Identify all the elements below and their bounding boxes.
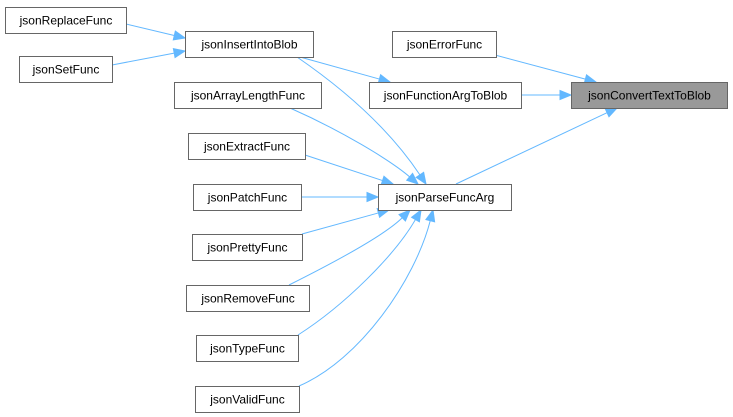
node-box-json-replace-func[interactable] bbox=[5, 7, 127, 34]
arrowhead-json-type-func-to-json-parse-func-arg bbox=[410, 208, 422, 223]
edge-json-array-length-func-to-json-parse-func-arg bbox=[289, 107, 410, 178]
node-json-function-arg-to-blob[interactable]: jsonFunctionArgToBlob bbox=[369, 82, 522, 109]
node-json-array-length-func[interactable]: jsonArrayLengthFunc bbox=[174, 82, 322, 109]
node-json-replace-func[interactable]: jsonReplaceFunc bbox=[5, 7, 127, 34]
node-label-json-set-func: jsonSetFunc bbox=[32, 63, 100, 77]
edge-json-replace-func-to-json-insert-into-blob bbox=[125, 23, 175, 36]
arrowhead-json-patch-func-to-json-parse-func-arg bbox=[366, 191, 380, 203]
edge-json-remove-func-to-json-parse-func-arg bbox=[288, 217, 403, 286]
edge-json-pretty-func-to-json-parse-func-arg bbox=[301, 212, 379, 235]
edge-json-type-func-to-json-parse-func-arg bbox=[297, 219, 416, 336]
node-json-patch-func[interactable]: jsonPatchFunc bbox=[193, 184, 302, 211]
arrowhead-json-parse-func-arg-to-json-convert-text-to-blob bbox=[604, 107, 619, 118]
node-json-pretty-func[interactable]: jsonPrettyFunc bbox=[192, 234, 303, 261]
arrowhead-json-remove-func-to-json-parse-func-arg bbox=[398, 209, 411, 222]
node-label-json-insert-into-blob: jsonInsertIntoBlob bbox=[200, 38, 297, 52]
node-label-json-replace-func: jsonReplaceFunc bbox=[19, 14, 113, 28]
node-json-set-func[interactable]: jsonSetFunc bbox=[19, 56, 113, 83]
arrowhead-json-replace-func-to-json-insert-into-blob bbox=[172, 30, 187, 41]
node-box-json-type-func[interactable] bbox=[196, 335, 299, 362]
node-box-json-set-func[interactable] bbox=[19, 56, 113, 83]
node-box-json-valid-func[interactable] bbox=[195, 386, 300, 413]
node-json-convert-text-to-blob[interactable]: jsonConvertTextToBlob bbox=[571, 82, 728, 109]
arrowhead-json-extract-func-to-json-parse-func-arg bbox=[380, 175, 395, 186]
arrowhead-json-set-func-to-json-insert-into-blob bbox=[172, 48, 187, 59]
node-json-extract-func[interactable]: jsonExtractFunc bbox=[188, 133, 306, 160]
node-box-json-convert-text-to-blob[interactable] bbox=[571, 82, 728, 109]
edge-json-parse-func-arg-to-json-convert-text-to-blob bbox=[455, 112, 608, 185]
node-box-json-error-func[interactable] bbox=[392, 31, 497, 58]
arrowhead-json-insert-into-blob-to-json-parse-func-arg bbox=[415, 171, 427, 186]
node-label-json-function-arg-to-blob: jsonFunctionArgToBlob bbox=[383, 89, 508, 103]
arrowhead-json-valid-func-to-json-parse-func-arg bbox=[425, 208, 436, 223]
node-label-json-extract-func: jsonExtractFunc bbox=[203, 140, 290, 154]
node-box-json-array-length-func[interactable] bbox=[174, 82, 322, 109]
node-label-json-array-length-func: jsonArrayLengthFunc bbox=[190, 89, 305, 103]
arrowhead-json-function-arg-to-blob-to-json-convert-text-to-blob bbox=[559, 89, 573, 101]
node-label-json-valid-func: jsonValidFunc bbox=[209, 393, 284, 407]
node-box-json-pretty-func[interactable] bbox=[192, 234, 303, 261]
node-label-json-pretty-func: jsonPrettyFunc bbox=[206, 241, 287, 255]
edge-json-extract-func-to-json-parse-func-arg bbox=[304, 154, 383, 182]
edge-json-error-func-to-json-convert-text-to-blob bbox=[494, 54, 586, 80]
node-label-json-type-func: jsonTypeFunc bbox=[209, 342, 285, 356]
call-graph-nodes: jsonConvertTextToBlob jsonErrorFunc jsonFu… bbox=[5, 7, 728, 413]
call-graph-edges bbox=[111, 23, 619, 387]
node-box-json-patch-func[interactable] bbox=[193, 184, 302, 211]
node-json-parse-func-arg[interactable]: jsonParseFuncArg bbox=[378, 184, 512, 211]
arrowhead-json-array-length-func-to-json-parse-func-arg bbox=[405, 172, 420, 185]
node-json-type-func[interactable]: jsonTypeFunc bbox=[196, 335, 299, 362]
node-json-valid-func[interactable]: jsonValidFunc bbox=[195, 386, 300, 413]
edge-json-set-func-to-json-insert-into-blob bbox=[111, 52, 175, 66]
node-box-json-extract-func[interactable] bbox=[188, 133, 306, 160]
node-label-json-error-func: jsonErrorFunc bbox=[406, 38, 482, 52]
node-json-insert-into-blob[interactable]: jsonInsertIntoBlob bbox=[185, 31, 314, 58]
node-box-json-parse-func-arg[interactable] bbox=[378, 184, 512, 211]
node-label-json-patch-func: jsonPatchFunc bbox=[207, 191, 287, 205]
node-label-json-convert-text-to-blob: jsonConvertTextToBlob bbox=[587, 89, 711, 103]
node-label-json-parse-func-arg: jsonParseFuncArg bbox=[395, 191, 495, 205]
edge-json-valid-func-to-json-parse-func-arg bbox=[298, 220, 431, 387]
node-json-remove-func[interactable]: jsonRemoveFunc bbox=[186, 285, 310, 312]
node-label-json-remove-func: jsonRemoveFunc bbox=[200, 292, 294, 306]
edge-json-insert-into-blob-to-json-parse-func-arg bbox=[296, 56, 421, 176]
node-box-json-remove-func[interactable] bbox=[186, 285, 310, 312]
node-json-error-func[interactable]: jsonErrorFunc bbox=[392, 31, 497, 58]
node-box-json-function-arg-to-blob[interactable] bbox=[369, 82, 522, 109]
node-box-json-insert-into-blob[interactable] bbox=[185, 31, 314, 58]
edge-json-insert-into-blob-to-json-function-arg-to-blob bbox=[299, 56, 380, 80]
